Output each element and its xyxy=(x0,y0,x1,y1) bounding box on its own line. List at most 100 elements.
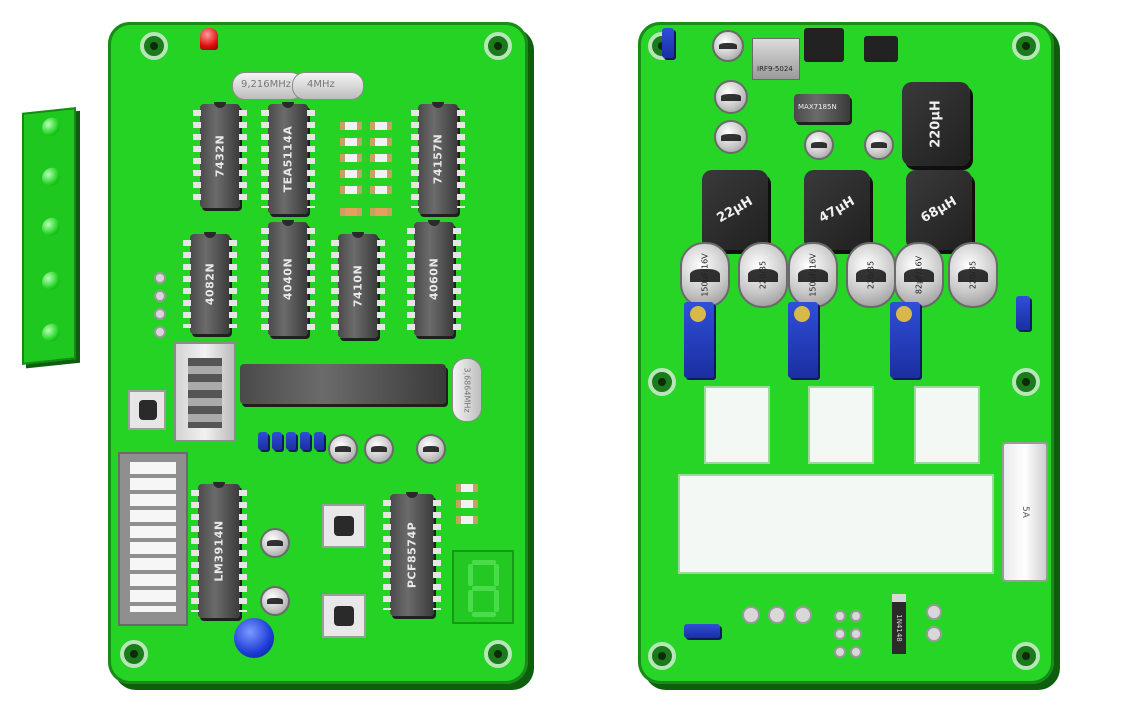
capacitor-label: 150µF/16V xyxy=(808,253,818,297)
ic-lm3914n: LM3914N xyxy=(191,482,247,618)
led-strip-board xyxy=(22,107,76,365)
ic-4040n: 4040N xyxy=(261,220,315,336)
inductor: 22µH xyxy=(702,170,768,250)
ic-4060n: 4060N xyxy=(407,220,461,336)
resistor xyxy=(370,186,392,194)
jumper[interactable] xyxy=(684,624,720,638)
mounting-hole xyxy=(120,640,148,668)
resistor xyxy=(340,138,362,146)
solder-pad xyxy=(850,646,862,658)
trimmer-potentiometer[interactable] xyxy=(890,302,920,378)
green-led xyxy=(42,116,60,137)
solder-pad xyxy=(768,606,786,624)
transistor-pad xyxy=(808,386,874,464)
electrolytic-capacitor: 150µF/16V xyxy=(788,242,838,308)
resistor xyxy=(340,154,362,162)
resistor xyxy=(456,500,478,508)
capacitor-label: 220/35 xyxy=(968,260,978,290)
inductor-label: 68µH xyxy=(918,193,960,227)
box-header-connector xyxy=(174,342,236,442)
ic-74157n: 74157N xyxy=(411,102,465,214)
electrolytic-capacitor xyxy=(260,528,290,558)
electrolytic-capacitor xyxy=(714,80,748,114)
via-pad xyxy=(154,308,166,320)
electrolytic-capacitor xyxy=(864,130,894,160)
led-bargraph xyxy=(118,452,188,626)
resistor xyxy=(340,170,362,178)
crystal-label: 4MHz xyxy=(307,79,335,90)
jumper[interactable] xyxy=(662,28,674,58)
mounting-hole xyxy=(484,640,512,668)
ic-label: LM3914N xyxy=(212,520,226,582)
green-led xyxy=(42,270,60,291)
ic-label: 4082N xyxy=(203,262,217,306)
push-button[interactable] xyxy=(322,594,366,638)
ic-4082n: 4082N xyxy=(183,232,237,334)
push-button[interactable] xyxy=(128,390,166,430)
solder-pad xyxy=(834,646,846,658)
mounting-hole xyxy=(1012,32,1040,60)
diode: 1N4148 xyxy=(892,594,906,654)
voltage-regulator: IRF9-5024 xyxy=(752,38,800,80)
ic-label: 4060N xyxy=(427,257,441,301)
ic-label: 4040N xyxy=(281,257,295,301)
electrolytic-capacitor xyxy=(328,434,358,464)
inductor: 47µH xyxy=(804,170,870,250)
electrolytic-capacitor: 82µF/16V xyxy=(894,242,944,308)
resistor xyxy=(456,484,478,492)
ic-tea5114a: TEA5114A xyxy=(261,102,315,214)
ic-label: TEA5114A xyxy=(281,125,295,193)
fuse-holder: 5A xyxy=(1002,442,1048,582)
electrolytic-capacitor: 220/35 xyxy=(846,242,896,308)
inductor: 220µH xyxy=(902,82,970,166)
dip-switch[interactable] xyxy=(314,432,324,450)
solder-pad xyxy=(834,628,846,640)
trimmer-potentiometer[interactable] xyxy=(684,302,714,378)
diode-label: 1N4148 xyxy=(895,614,903,642)
electrolytic-capacitor xyxy=(804,130,834,160)
solder-pad xyxy=(926,626,942,642)
green-led xyxy=(42,322,60,343)
fuse-label: 5A xyxy=(1020,506,1030,518)
electrolytic-capacitor xyxy=(364,434,394,464)
resistor xyxy=(370,154,392,162)
dip-switch[interactable] xyxy=(286,432,296,450)
resistor xyxy=(456,516,478,524)
capacitor-label: 220/35 xyxy=(866,260,876,290)
crystal-label: 3,6864MHz xyxy=(462,367,472,413)
ic-label: MAX7185N xyxy=(798,103,837,111)
mounting-hole xyxy=(648,642,676,670)
transistor-pad xyxy=(914,386,980,464)
ic-label: PCF8574P xyxy=(405,521,419,589)
ic-7432n: 7432N xyxy=(193,102,247,208)
dip-switch[interactable] xyxy=(272,432,282,450)
solder-pad xyxy=(850,628,862,640)
jumper[interactable] xyxy=(1016,296,1030,330)
crystal-36864: 3,6864MHz xyxy=(452,358,482,422)
mounting-hole xyxy=(1012,642,1040,670)
ic-pcf8574p: PCF8574P xyxy=(383,492,441,616)
resistor xyxy=(340,208,362,216)
regulator-label: IRF9-5024 xyxy=(757,65,793,73)
electrolytic-capacitor-blue xyxy=(234,618,274,658)
via-pad xyxy=(154,272,166,284)
solder-pad xyxy=(850,610,862,622)
electrolytic-capacitor: 150µF/16V xyxy=(680,242,730,308)
red-led xyxy=(200,28,218,50)
solder-pad xyxy=(794,606,812,624)
dip-switch[interactable] xyxy=(258,432,268,450)
resistor xyxy=(370,122,392,130)
electrolytic-capacitor xyxy=(260,586,290,616)
dip-switch[interactable] xyxy=(300,432,310,450)
mounting-hole xyxy=(140,32,168,60)
push-button[interactable] xyxy=(322,504,366,548)
smd-diode xyxy=(864,36,898,62)
electrolytic-capacitor: 220/35 xyxy=(738,242,788,308)
capacitor-label: 220/35 xyxy=(758,260,768,290)
resistor xyxy=(370,170,392,178)
ic-label: 7410N xyxy=(351,264,365,308)
solder-pad xyxy=(834,610,846,622)
inductor: 68µH xyxy=(906,170,972,250)
trimmer-potentiometer[interactable] xyxy=(788,302,818,378)
solder-pad xyxy=(926,604,942,620)
